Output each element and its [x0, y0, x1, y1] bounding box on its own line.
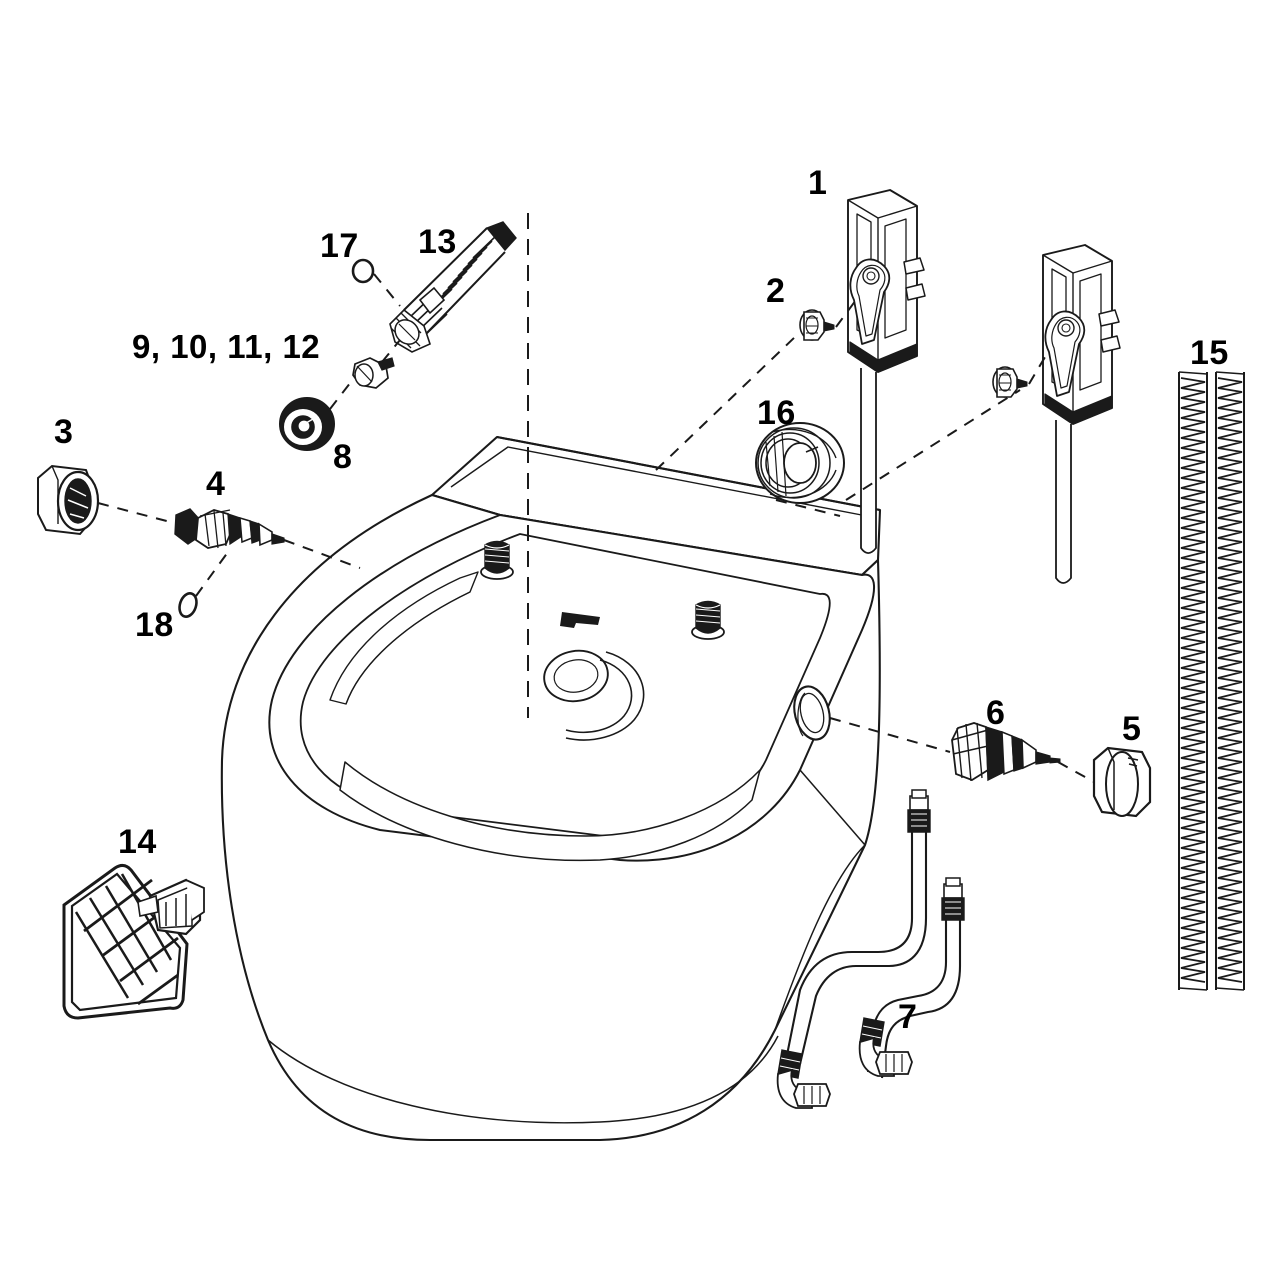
- rim-bolt-post-right: [691, 600, 725, 640]
- part-4-valve-cartridge: [174, 508, 285, 549]
- part-1-bracket-right: [1042, 244, 1121, 584]
- rim-bolt-post-left: [480, 540, 514, 580]
- part-15-spring-left: [1178, 371, 1208, 991]
- part-7-hose-short: [858, 877, 965, 1079]
- callout-8: 8: [333, 438, 353, 476]
- part-9-12-fitting: [352, 357, 395, 389]
- callout-17: 17: [320, 227, 359, 265]
- part-2-nut-left: [799, 309, 835, 341]
- callout-2: 2: [766, 272, 786, 310]
- callout-15: 15: [1190, 334, 1229, 372]
- part-8-seal-ring: [279, 397, 335, 451]
- callout-16: 16: [757, 394, 796, 432]
- part-16-gasket-ring: [755, 422, 845, 504]
- part-15-spring-right: [1215, 371, 1245, 991]
- callout-14: 14: [118, 823, 157, 861]
- callout-1: 1: [808, 164, 828, 202]
- callout-13: 13: [418, 223, 457, 261]
- leader-lines: [97, 273, 1095, 783]
- part-14-filter-grille: [62, 863, 205, 1020]
- part-2-nut-right: [992, 366, 1028, 398]
- callout-3: 3: [54, 413, 74, 451]
- callout-18: 18: [135, 606, 174, 644]
- callout-4: 4: [206, 465, 226, 503]
- part-3-cap: [37, 464, 100, 536]
- part-18-oring: [178, 592, 198, 618]
- part-7-hose-long: [776, 789, 931, 1109]
- callout-6: 6: [986, 694, 1006, 732]
- part-5-cap: [1092, 746, 1152, 818]
- toilet-body: [220, 435, 882, 1142]
- callout-5: 5: [1122, 710, 1142, 748]
- callout-9-12: 9, 10, 11, 12: [132, 328, 321, 365]
- part-6-valve-cartridge: [951, 722, 1061, 782]
- part-17-oring: [351, 258, 375, 284]
- part-1-bracket-left: [847, 189, 926, 554]
- callout-7: 7: [898, 998, 918, 1036]
